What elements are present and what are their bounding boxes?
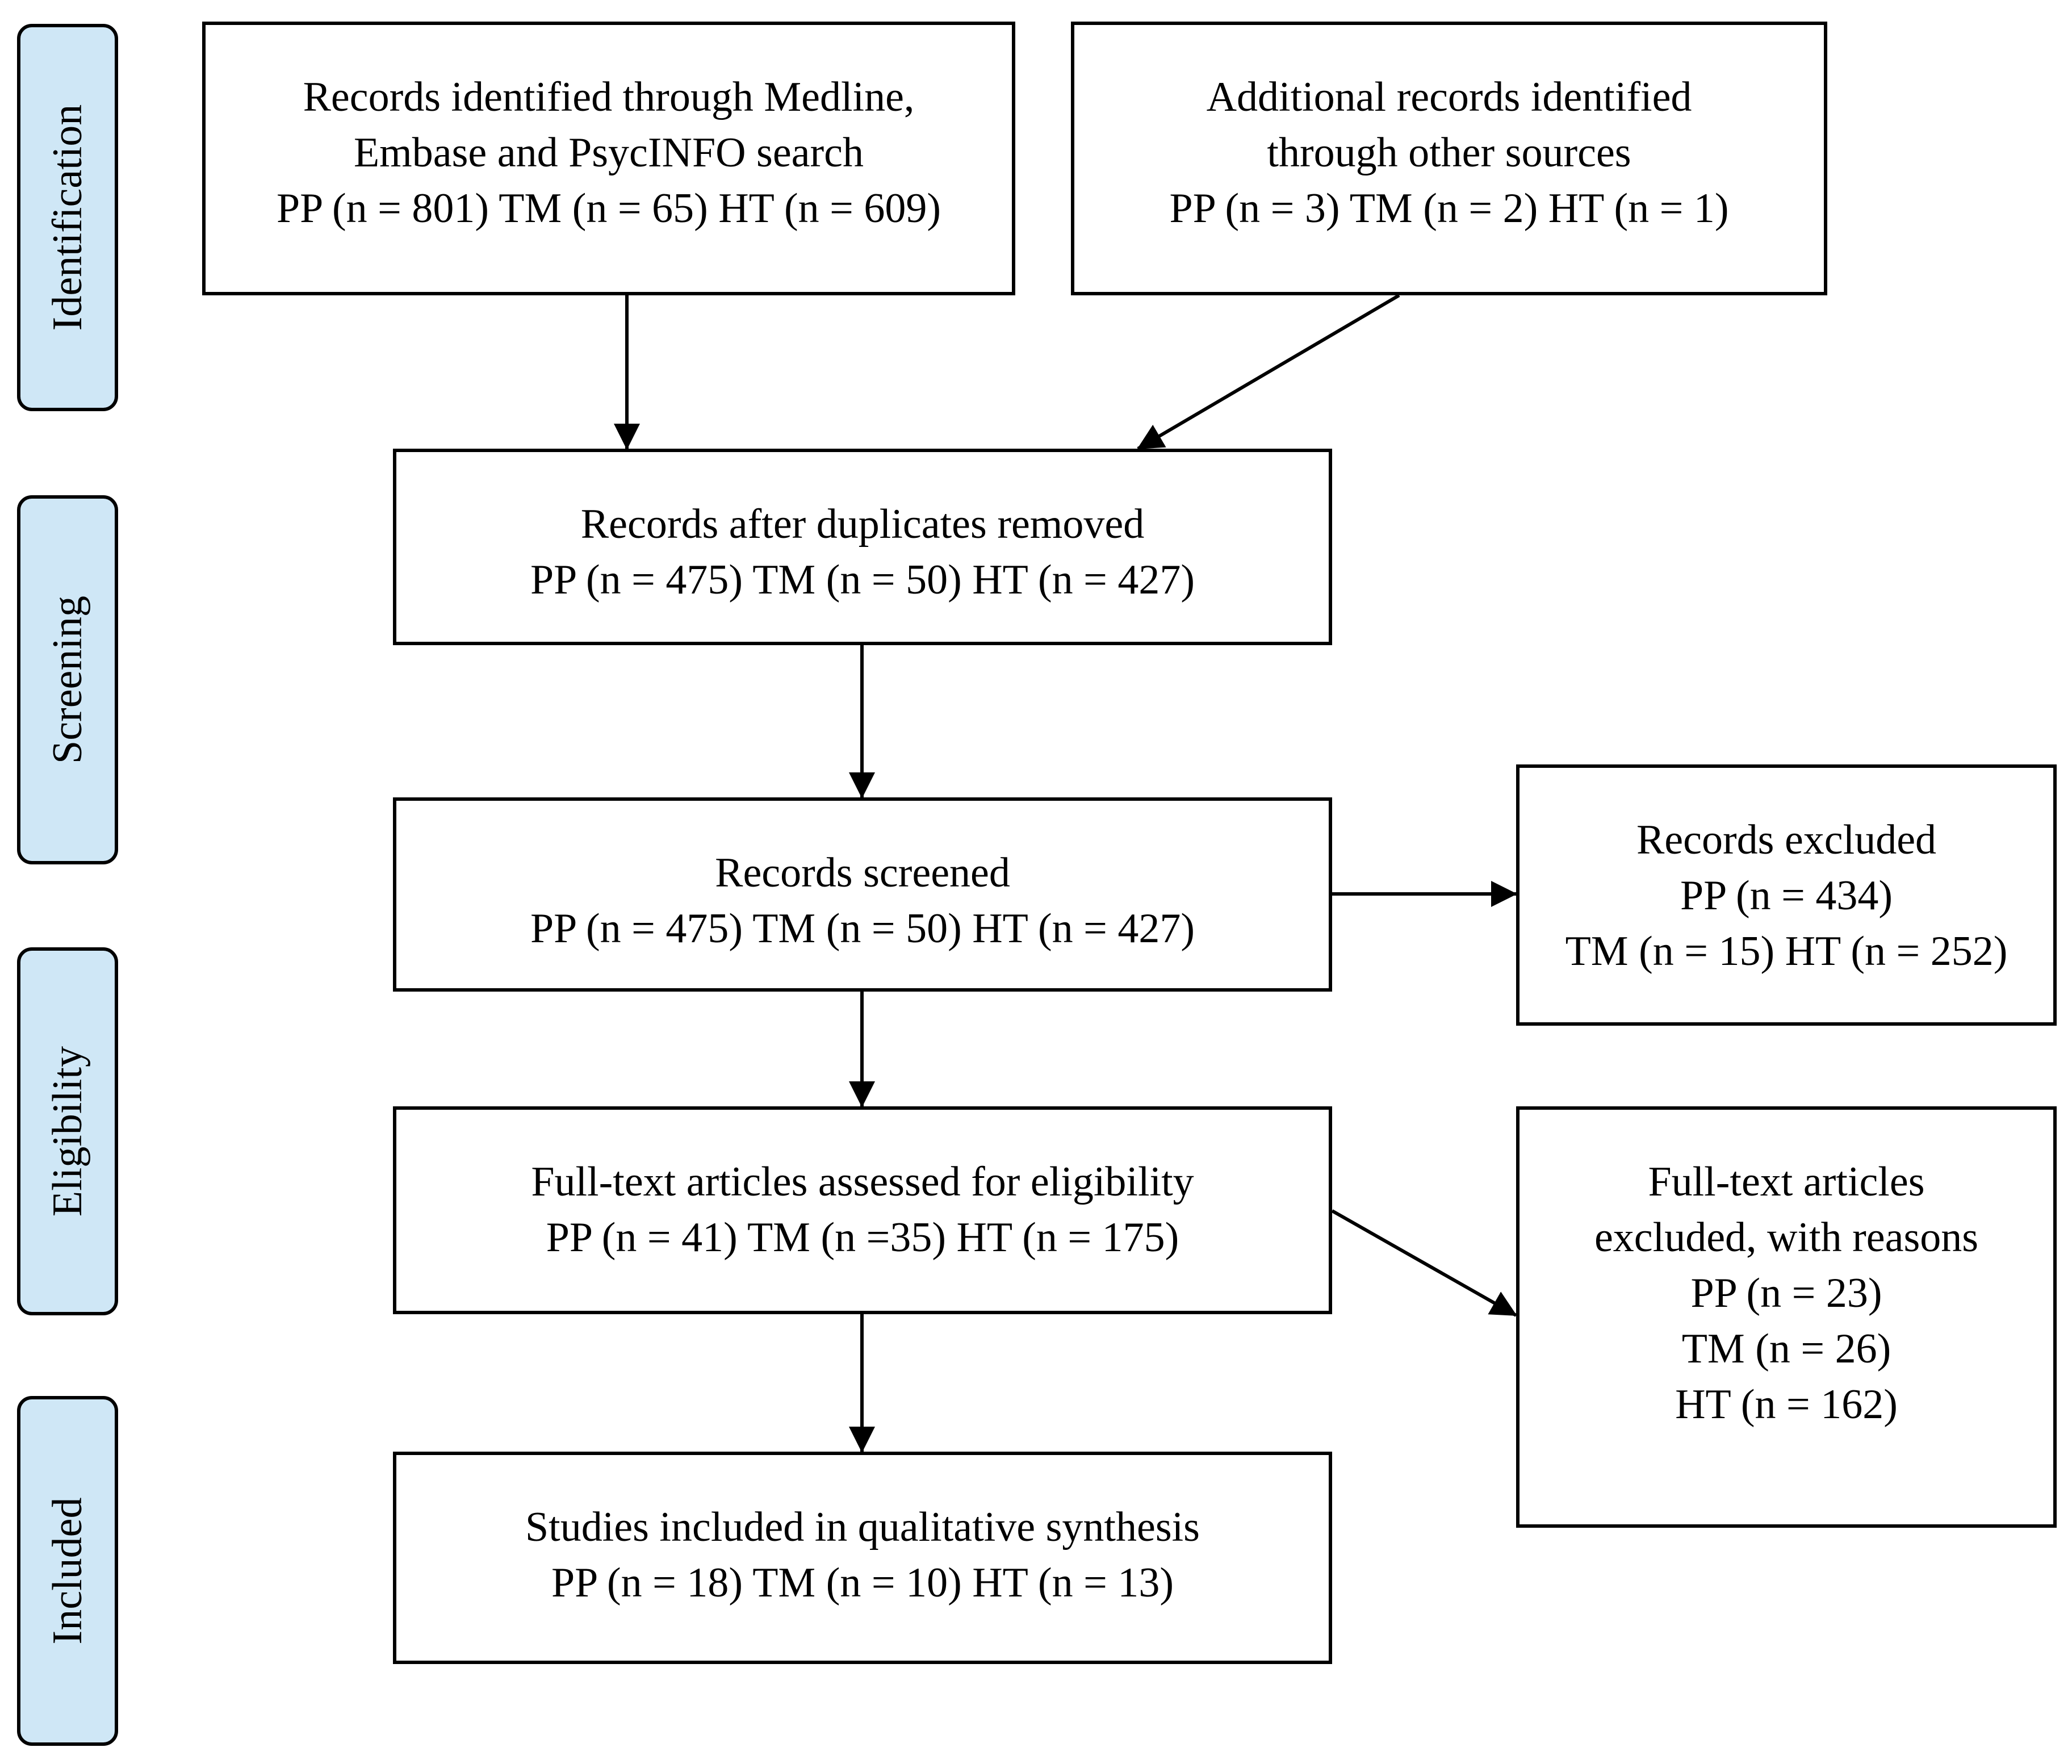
box-fulltext-excluded-line1: Full-text articles [1648,1159,1925,1205]
box-other-sources-line1: Additional records identified [1206,74,1692,120]
box-fulltext-excluded: Full-text articles excluded, with reason… [1516,1106,2057,1528]
box-records-excluded-line2: PP (n = 434) [1680,872,1893,919]
box-studies-included-line1: Studies included in qualitative synthesi… [525,1504,1200,1550]
box-other-sources: Additional records identified through ot… [1071,22,1827,295]
stage-screening: Screening [17,495,118,864]
box-records-excluded: Records excluded PP (n = 434) TM (n = 15… [1516,764,2057,1026]
box-other-sources-line2: through other sources [1267,129,1631,176]
box-fulltext-assessed: Full-text articles assessed for eligibil… [393,1106,1332,1314]
box-records-excluded-line1: Records excluded [1636,817,1937,863]
box-fulltext-excluded-line5: HT (n = 162) [1675,1381,1898,1428]
box-records-screened-line1: Records screened [715,850,1010,896]
box-database-search-line1: Records identified through Medline, [303,74,915,120]
box-studies-included-line2: PP (n = 18) TM (n = 10) HT (n = 13) [551,1560,1174,1606]
stage-eligibility: Eligibility [17,947,118,1315]
box-database-search: Records identified through Medline, Emba… [202,22,1015,295]
box-duplicates-removed-line2: PP (n = 475) TM (n = 50) HT (n = 427) [530,557,1195,603]
box-records-excluded-line3: TM (n = 15) HT (n = 252) [1565,928,2008,975]
arrow-fulltext-to-fulltext-excluded [1331,1209,1517,1317]
box-database-search-line2: Embase and PsycINFO search [353,129,864,176]
box-fulltext-excluded-line3: PP (n = 23) [1690,1270,1882,1316]
box-fulltext-assessed-line2: PP (n = 41) TM (n =35) HT (n = 175) [546,1214,1179,1261]
stage-identification: Identification [17,24,118,411]
arrow-other-to-duplicates [1137,294,1400,450]
box-fulltext-assessed-line1: Full-text articles assessed for eligibil… [531,1159,1194,1205]
box-fulltext-excluded-line4: TM (n = 26) [1681,1326,1891,1372]
stage-included: Included [17,1396,118,1746]
box-records-screened-line2: PP (n = 475) TM (n = 50) HT (n = 427) [530,905,1195,952]
box-database-search-line3: PP (n = 801) TM (n = 65) HT (n = 609) [276,185,941,232]
box-records-screened: Records screened PP (n = 475) TM (n = 50… [393,797,1332,992]
box-studies-included: Studies included in qualitative synthesi… [393,1452,1332,1664]
box-fulltext-excluded-line2: excluded, with reasons [1594,1214,1979,1261]
box-other-sources-line3: PP (n = 3) TM (n = 2) HT (n = 1) [1169,185,1729,232]
box-duplicates-removed: Records after duplicates removed PP (n =… [393,449,1332,645]
box-duplicates-removed-line1: Records after duplicates removed [580,501,1145,547]
